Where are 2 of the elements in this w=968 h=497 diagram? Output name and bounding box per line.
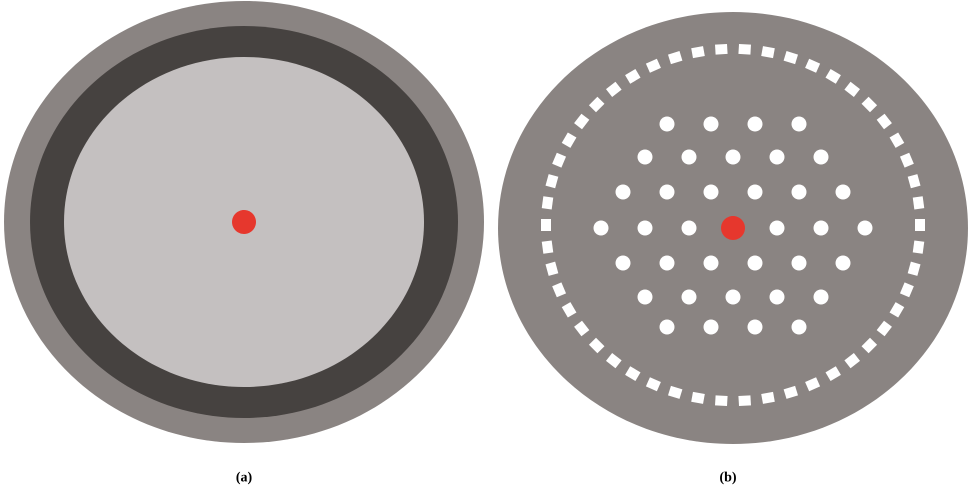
panel-label: (b)	[720, 472, 736, 484]
panel-label: (a)	[236, 472, 252, 484]
